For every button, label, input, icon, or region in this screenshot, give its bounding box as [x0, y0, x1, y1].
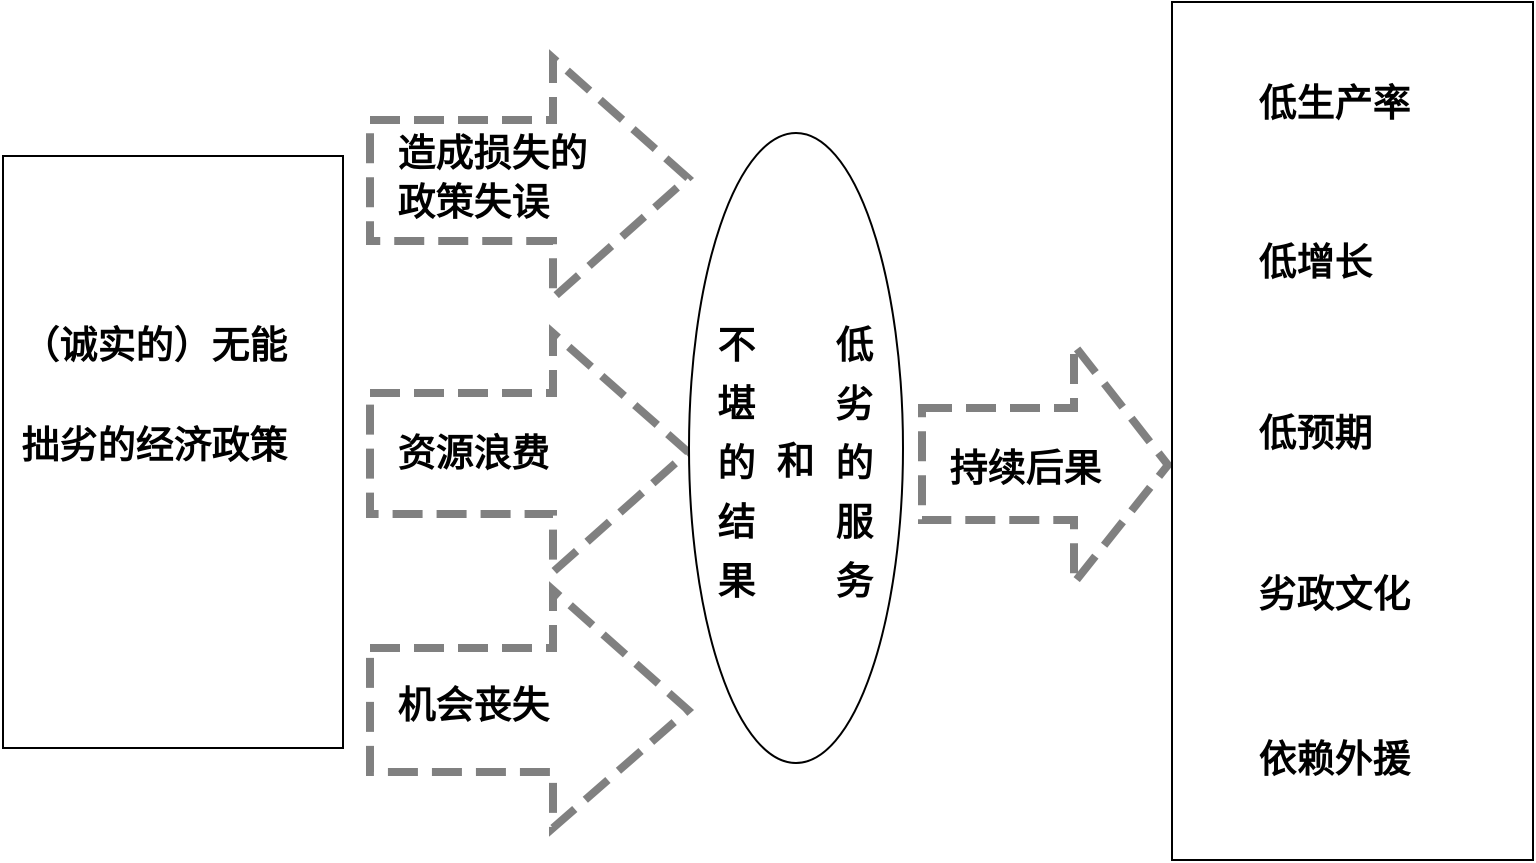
ellipse-col-middle: 和: [776, 431, 816, 490]
consequence-item-1: 低生产率: [1259, 80, 1412, 125]
arrow-policy-mistakes-line-1: 造成损失的: [398, 130, 589, 175]
ellipse-col-middle-text: 和: [776, 438, 815, 483]
consequence-item-5: 依赖外援: [1259, 736, 1412, 781]
cause-line-2: 拙劣的经济政策: [22, 422, 289, 467]
arrow-lost-opportunity-label: 机会丧失: [398, 682, 551, 727]
consequences-box: [1171, 1, 1534, 861]
arrow-resource-waste-label: 资源浪费: [398, 430, 551, 475]
arrow-policy-mistakes: [366, 49, 695, 307]
outcome-ellipse: [688, 132, 904, 764]
consequence-item-3: 低预期: [1259, 410, 1374, 455]
arrow-resource-waste: [366, 324, 695, 581]
arrow-lost-opportunity: [366, 581, 695, 837]
ellipse-col-left-text: 不堪的结果: [717, 322, 756, 603]
arrow-lasting-consequences: [918, 333, 1174, 595]
consequence-item-2: 低增长: [1259, 239, 1374, 284]
arrow-lasting-consequences-label: 持续后果: [950, 445, 1103, 490]
ellipse-col-left: 不堪的结果: [717, 315, 757, 610]
arrow-policy-mistakes-line-2: 政策失误: [398, 179, 551, 224]
ellipse-col-right-text: 低劣的服务: [835, 322, 874, 603]
cause-box: [2, 155, 344, 749]
ellipse-col-right: 低劣的服务: [835, 315, 875, 610]
cause-line-1: （诚实的）无能: [22, 322, 289, 367]
consequence-item-4: 劣政文化: [1259, 571, 1412, 616]
